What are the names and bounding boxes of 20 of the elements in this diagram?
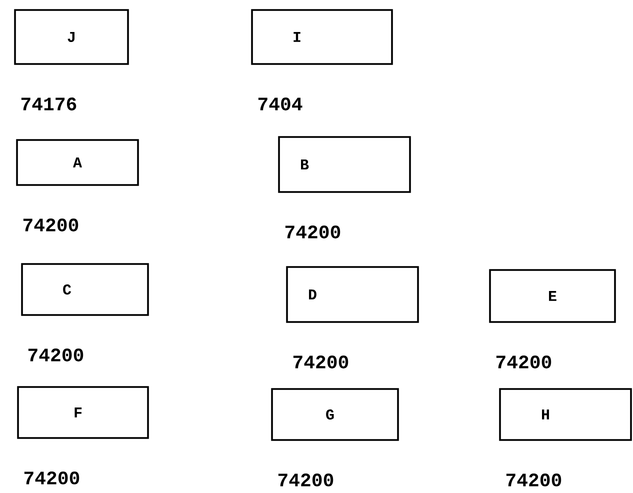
- part-number: 7404: [258, 98, 302, 110]
- chip-box: J: [14, 9, 129, 65]
- part-number: 74200: [23, 218, 78, 232]
- chip-box: G: [271, 388, 399, 441]
- chip-box: H: [499, 388, 632, 441]
- part-number: 74200: [285, 226, 340, 238]
- chip-box: I: [251, 9, 393, 65]
- part-number: 74200: [28, 348, 84, 362]
- chip-box: A: [16, 139, 139, 186]
- part-number: 74200: [24, 472, 80, 484]
- chip-box: B: [278, 136, 411, 193]
- part-number: 74200: [496, 356, 552, 368]
- chip-box: C: [21, 263, 149, 316]
- chip-box: D: [286, 266, 419, 323]
- part-number: 74176: [21, 98, 76, 110]
- part-number: 74200: [293, 356, 348, 368]
- chip-box: F: [17, 386, 149, 439]
- part-number: 74200: [506, 474, 562, 486]
- part-number: 74200: [278, 474, 334, 486]
- chip-box: E: [489, 269, 616, 323]
